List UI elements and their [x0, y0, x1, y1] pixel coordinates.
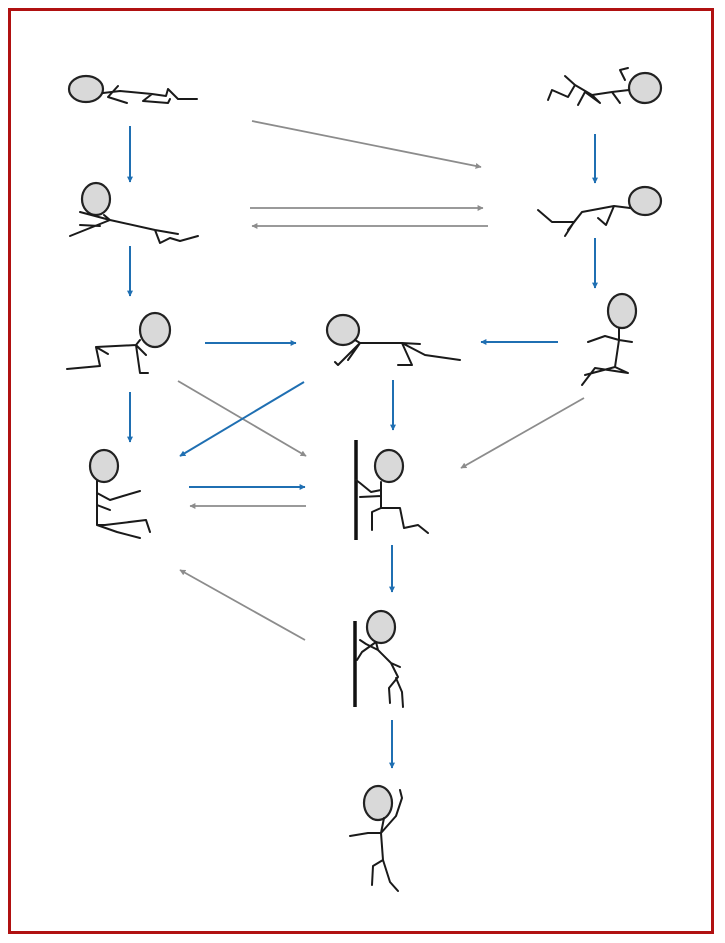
- figure-sitting-right-icon: [581, 292, 638, 386]
- diagram-frame: [8, 8, 714, 934]
- figure-lying-curled-icon: [547, 67, 663, 106]
- figure-kneeling-icon: [66, 311, 172, 374]
- arrow-sitting-right-to-pullup: [460, 397, 585, 469]
- figure-lying-icon: [67, 74, 198, 104]
- arrow-handsknees-to-sitting: [179, 381, 305, 457]
- figure-standing-support-icon: [353, 609, 404, 708]
- figure-standing-icon: [349, 784, 403, 892]
- figure-pushup-icon: [69, 181, 199, 244]
- figure-reclining-icon: [537, 185, 663, 237]
- figure-sitting-icon: [88, 448, 151, 539]
- figure-pull-up-kneel-icon: [354, 440, 429, 540]
- arrow-standing-support-to-sitting: [179, 569, 306, 641]
- figure-hands-knees-icon: [325, 313, 461, 366]
- transition-arrows: [127, 120, 598, 769]
- arrow-lying-to-reclining: [251, 120, 482, 169]
